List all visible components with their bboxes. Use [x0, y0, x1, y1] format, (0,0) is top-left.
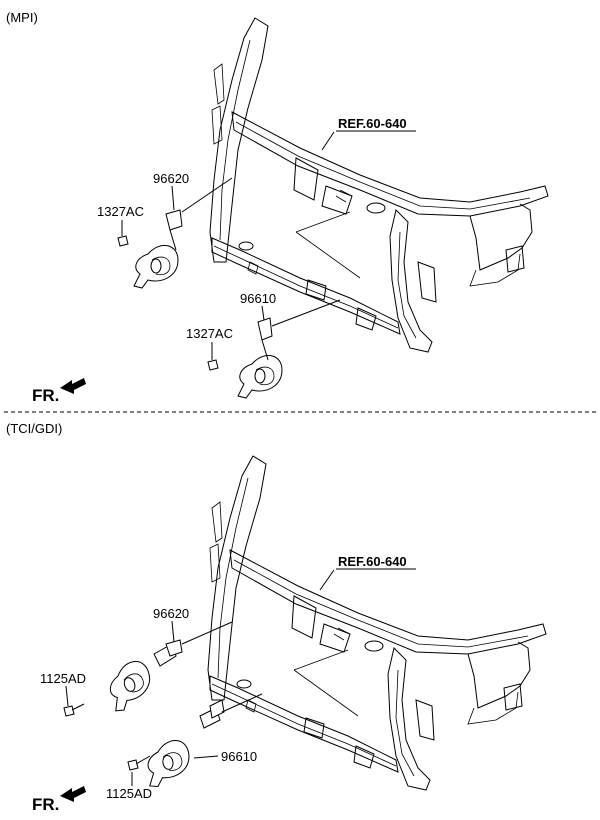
bolt-1327ac — [207, 359, 219, 371]
bolt-1125ad — [63, 703, 85, 717]
part-label-1327ac: 1327AC — [186, 326, 233, 341]
part-label-96620: 96620 — [153, 606, 189, 621]
part-label-96620: 96620 — [153, 171, 189, 186]
leader-line — [181, 177, 233, 213]
horn-96610-mpi — [237, 354, 283, 399]
ref-leader — [321, 131, 335, 151]
horn-96620-mpi — [133, 244, 179, 289]
front-direction-arrow-icon — [60, 378, 86, 394]
front-direction-arrow-icon — [60, 786, 86, 802]
bolt-1125ad — [127, 755, 151, 771]
section-mpi: (MPI) REF.60-640 96620 1327AC 96610 — [6, 10, 549, 405]
bolt-1327ac — [117, 235, 129, 247]
leader-line — [181, 621, 233, 645]
ref-label-tci-gdi: REF.60-640 — [338, 554, 407, 569]
horn-bracket — [257, 317, 273, 341]
horn-96620-tci — [101, 657, 159, 714]
fr-label-mpi: FR. — [32, 386, 59, 405]
leader-line — [271, 299, 341, 327]
ref-leader — [319, 569, 335, 591]
leader-line — [221, 693, 263, 713]
part-label-96610: 96610 — [221, 749, 257, 764]
horn-bracket — [165, 209, 183, 231]
part-label-1125ad: 1125AD — [40, 671, 86, 686]
section-tci-gdi: (TCI/GDI) REF.60-640 96620 1125AD 96610 — [6, 421, 547, 814]
part-label-1125ad: 1125AD — [106, 786, 152, 801]
ref-label-mpi: REF.60-640 — [338, 116, 407, 131]
fr-label-tci-gdi: FR. — [32, 795, 59, 814]
part-label-1327ac: 1327AC — [97, 204, 144, 219]
section-title-tci-gdi: (TCI/GDI) — [6, 421, 62, 436]
front-end-carrier — [207, 455, 547, 791]
part-label-96610: 96610 — [240, 291, 276, 306]
horn-96610-tci — [142, 737, 194, 789]
section-title-mpi: (MPI) — [6, 10, 38, 25]
